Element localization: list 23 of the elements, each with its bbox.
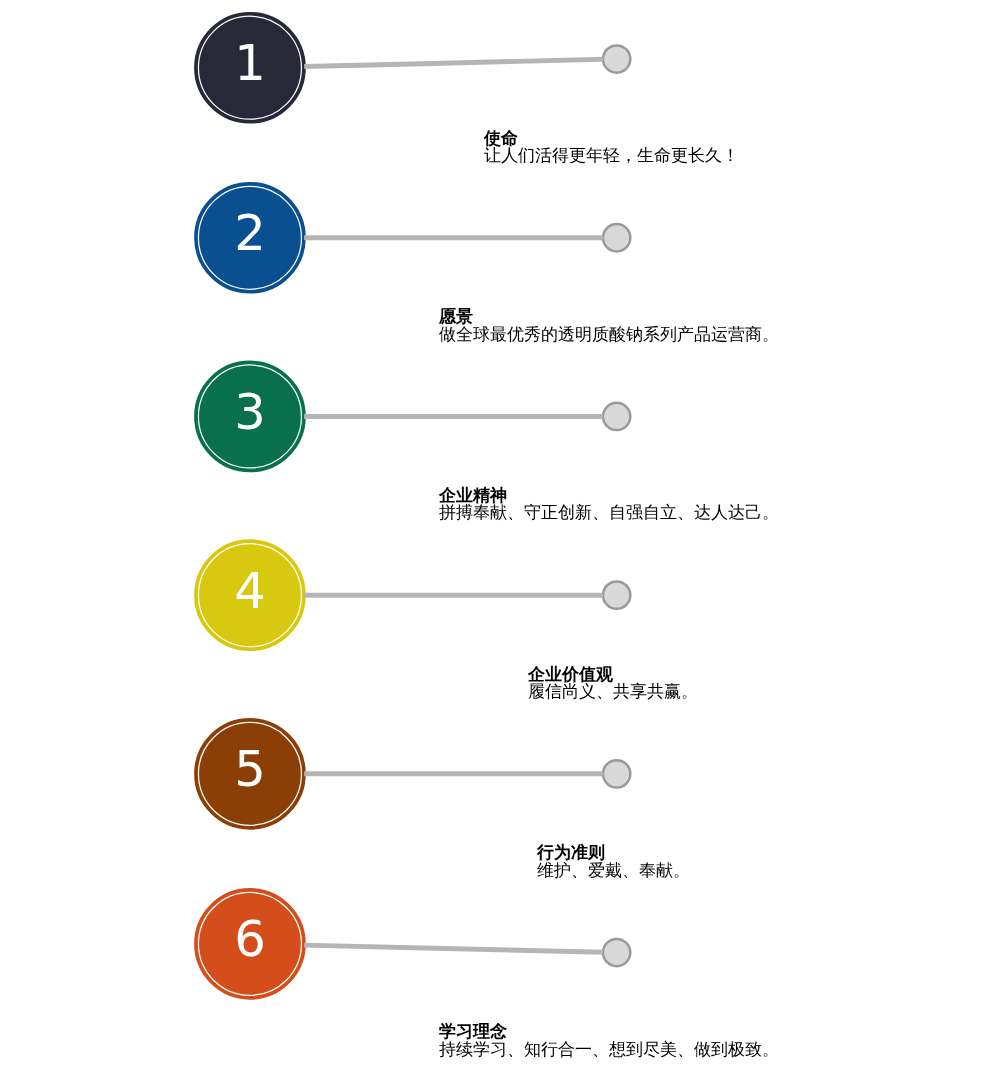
node-circle: 2	[194, 181, 306, 294]
node-circle	[601, 401, 632, 432]
node-circle: 5	[194, 718, 306, 830]
node-circle: 6	[194, 888, 306, 1000]
node-circle	[601, 758, 632, 789]
node-circle: 4	[194, 539, 306, 651]
node-circle: 1	[194, 11, 306, 124]
node-label: 行为准则	[536, 842, 605, 863]
node-circle	[601, 44, 632, 74]
node-circle	[601, 580, 632, 611]
node-circle	[601, 937, 632, 968]
node-label: 使命	[483, 127, 518, 148]
node-circle	[601, 222, 632, 253]
connector	[304, 942, 603, 955]
connector	[304, 235, 603, 241]
connector	[304, 413, 603, 419]
node-label: 愿景	[439, 306, 474, 327]
node-label: 企业价值观	[527, 663, 613, 684]
node-label: 学习理念	[439, 1021, 508, 1042]
connector	[304, 771, 603, 777]
node-circle: 3	[194, 360, 306, 473]
connector	[304, 592, 603, 598]
connector	[304, 56, 603, 69]
